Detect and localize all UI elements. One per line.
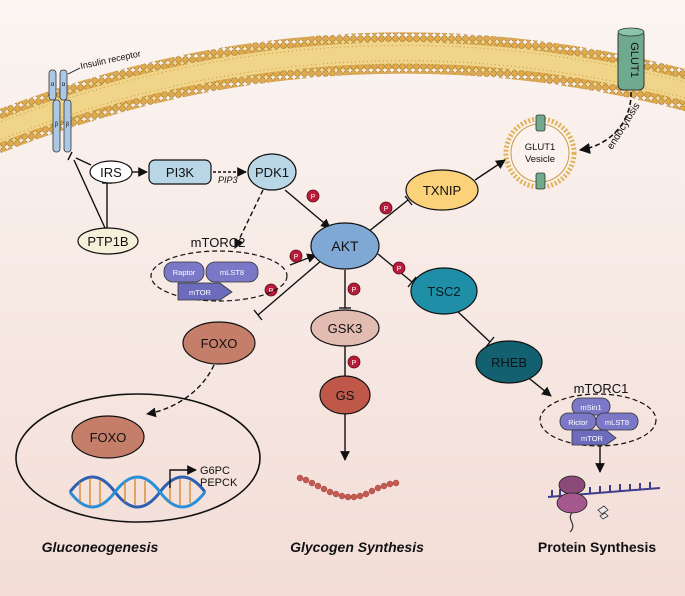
ptp1b-label: PTP1B — [87, 234, 128, 249]
node-irs: IRS — [89, 160, 133, 184]
foxo-nuclear-label: FOXO — [90, 430, 127, 445]
node-pdk1: PDK1 — [247, 153, 297, 191]
ribosome-icon — [547, 475, 661, 533]
mtorc1-msin1-label: mSin1 — [580, 403, 601, 412]
phospho-markers: P P P P P P P — [264, 189, 406, 369]
phospho-gs: P — [347, 355, 361, 369]
footer-gluconeogenesis: Gluconeogenesis — [42, 539, 159, 555]
rheb-label: RHEB — [491, 355, 527, 370]
phospho-label: P — [311, 194, 316, 201]
node-akt: AKT — [310, 222, 380, 270]
phospho-label: P — [352, 287, 357, 294]
glut1-label: GLUT1 — [628, 42, 640, 77]
phospho-label: P — [384, 206, 389, 213]
phospho-pdk1-akt: P — [306, 189, 320, 203]
phospho-label: P — [269, 288, 274, 295]
receptor-subunit-alpha-2: α — [62, 82, 66, 88]
akt-label: AKT — [331, 238, 359, 254]
node-pi3k: PI3K — [148, 159, 212, 185]
node-ptp1b: PTP1B — [77, 227, 139, 255]
phospho-tsc2: P — [392, 261, 406, 275]
vesicle-label-line2: Vesicle — [525, 154, 555, 165]
phospho-gsk3: P — [347, 282, 361, 296]
vesicle-label-line1: GLUT1 — [525, 142, 556, 153]
endocytosis-arrow — [578, 91, 632, 154]
irs-label: IRS — [100, 165, 122, 180]
glut1-vesicle: GLUT1 Vesicle — [503, 114, 577, 190]
receptor-subunit-alpha-1: α — [51, 82, 55, 88]
receptor-subunit-beta-1: β — [55, 122, 59, 128]
pip3-label: PIP3 — [218, 175, 238, 185]
complex-mtorc1: mTORC1 mSin1 Rictor mLST8 mTOR — [539, 381, 657, 447]
mtorc2-raptor-label: Raptor — [173, 268, 196, 277]
mtorc2-mtor-label: mTOR — [189, 288, 212, 297]
mtorc1-rictor-label: Rictor — [568, 418, 588, 427]
node-gsk3: GSK3 — [310, 309, 380, 347]
gs-label: GS — [336, 388, 355, 403]
nucleus: FOXO G6PC PEPCK — [15, 393, 261, 523]
foxo-label: FOXO — [201, 336, 238, 351]
glycogen-chain — [296, 474, 400, 501]
node-rheb: RHEB — [475, 340, 543, 384]
mtorc1-title: mTORC1 — [574, 381, 629, 396]
phospho-txnip: P — [379, 201, 393, 215]
node-foxo-nuclear: FOXO — [71, 415, 145, 459]
transcription-arrow — [169, 465, 197, 488]
node-foxo: FOXO — [182, 321, 256, 365]
phospho-label: P — [294, 254, 299, 261]
footer-protein-synthesis: Protein Synthesis — [538, 539, 656, 555]
node-txnip: TXNIP — [405, 169, 479, 211]
pdk1-label: PDK1 — [255, 165, 289, 180]
mtorc2-mlst8-label: mLST8 — [220, 268, 244, 277]
connectors — [67, 151, 605, 473]
mtorc1-mtor-label: mTOR — [581, 434, 604, 443]
cell-membrane — [0, 32, 685, 154]
gene-pepck: PEPCK — [200, 477, 238, 489]
node-tsc2: TSC2 — [410, 267, 478, 315]
gene-g6pc: G6PC — [200, 465, 230, 477]
phospho-label: P — [352, 360, 357, 367]
phospho-label: P — [397, 266, 402, 273]
node-gs: GS — [319, 375, 371, 415]
phospho-mtorc2-akt: P — [289, 249, 303, 263]
footer-glycogen-synthesis: Glycogen Synthesis — [290, 539, 424, 555]
tsc2-label: TSC2 — [427, 284, 460, 299]
mtorc1-mlst8-label: mLST8 — [605, 418, 629, 427]
glut1-transporter: GLUT1 — [617, 27, 645, 91]
complex-mtorc2: mTORC2 Raptor mLST8 mTOR — [150, 235, 288, 302]
pi3k-label: PI3K — [166, 165, 195, 180]
mtorc2-title: mTORC2 — [191, 235, 246, 250]
txnip-label: TXNIP — [423, 183, 461, 198]
gsk3-label: GSK3 — [328, 321, 363, 336]
receptor-subunit-beta-2: β — [66, 122, 70, 128]
